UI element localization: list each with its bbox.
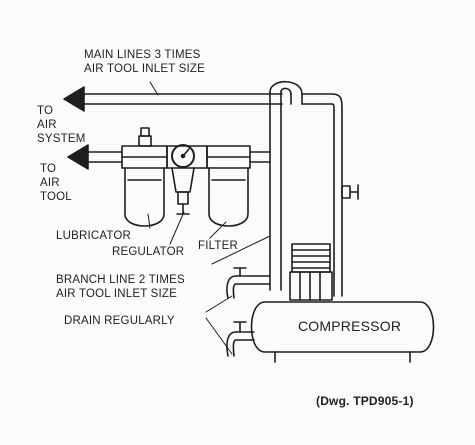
branch-line-label-line1: BRANCH LINE 2 TIMES (56, 274, 185, 286)
branch-line-pipe (249, 151, 271, 163)
compressor-head (289, 243, 333, 301)
regulator-unit (166, 144, 208, 215)
tank-feed-pipe (301, 93, 343, 297)
drawing-number-caption: (Dwg. TPD905-1) (316, 394, 414, 408)
compressor-label: COMPRESSOR (298, 318, 402, 334)
to-air-system-label-line1: TO (37, 105, 54, 117)
main-riser-pipe (269, 80, 303, 291)
to-air-tool-label-line1: TO (40, 163, 57, 175)
drain-regularly-label: DRAIN REGULARLY (64, 315, 175, 327)
to-air-tool-arrow (67, 144, 89, 170)
to-air-system-arrow (63, 86, 85, 112)
regulator-label: REGULATOR (112, 246, 185, 258)
receiver-tank (250, 301, 435, 363)
lower-drain-valve (226, 321, 255, 357)
shutoff-valve (341, 184, 359, 200)
leader-lines (147, 81, 271, 355)
to-air-tool-label-line2: AIR (40, 177, 60, 189)
branch-line-label-line2: AIR TOOL INLET SIZE (56, 288, 177, 300)
air-tool-pipe (83, 151, 123, 163)
main-lines-label-line1: MAIN LINES 3 TIMES (84, 49, 201, 61)
main-line-pipe (79, 93, 283, 105)
lubricator-label: LUBRICATOR (56, 230, 132, 242)
filter-label: FILTER (198, 240, 238, 252)
lubricator-unit (121, 127, 168, 227)
to-air-system-label-line2: AIR (37, 119, 57, 131)
to-air-tool-label-line3: TOOL (40, 191, 72, 203)
filter-unit (206, 145, 251, 227)
main-lines-label-line2: AIR TOOL INLET SIZE (84, 63, 205, 75)
upper-drain-valve (226, 267, 271, 299)
to-air-system-label-line3: SYSTEM (37, 133, 86, 145)
